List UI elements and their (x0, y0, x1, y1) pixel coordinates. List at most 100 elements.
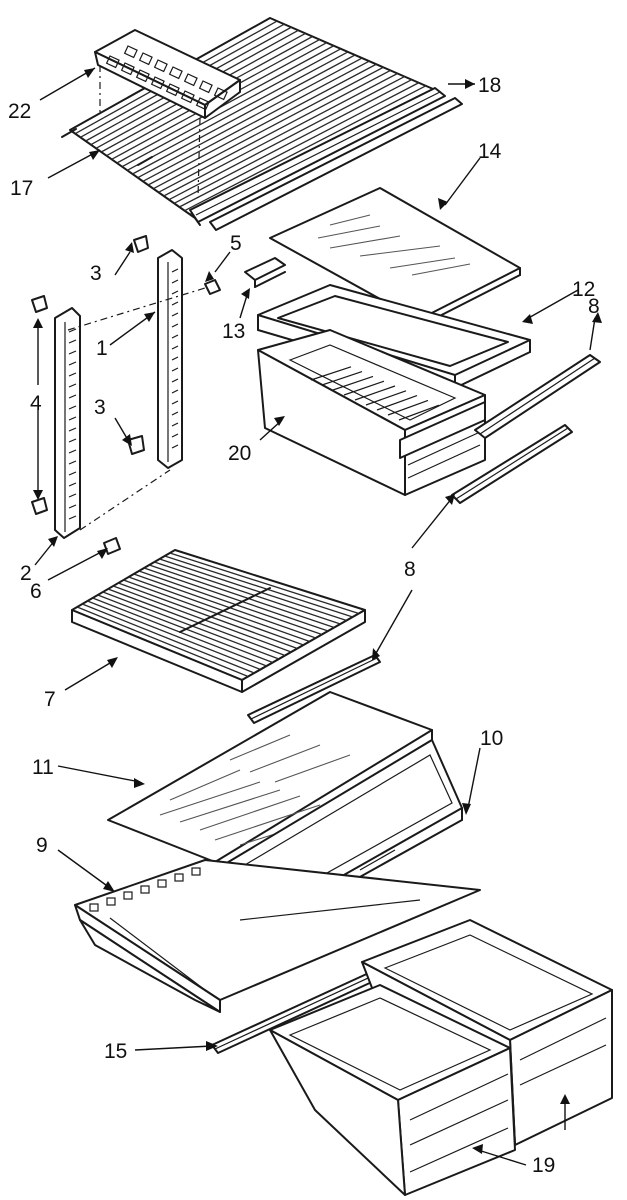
callout-10: 10 (480, 727, 503, 750)
freezer-wire-shelf (61, 17, 441, 226)
drawing-stroke (174, 873, 184, 882)
drawing-stroke (106, 897, 116, 906)
drawing-stroke (158, 69, 391, 193)
drawing-stroke (171, 268, 179, 273)
drawing-stroke (171, 290, 179, 295)
drawing-stroke (179, 82, 420, 208)
callout-labels: 22 18 17 14 5 3 13 12 8 1 4 3 20 2 6 8 7… (8, 74, 600, 1177)
drawing-stroke (143, 567, 329, 632)
drawing-stroke (68, 361, 77, 366)
drawing-stroke (168, 66, 183, 80)
drawing-stroke (120, 62, 135, 76)
drawing-stroke (249, 744, 321, 773)
callout-1: 1 (96, 337, 108, 360)
callout-15: 15 (104, 1040, 127, 1063)
callout-13: 13 (222, 320, 245, 343)
drawing-stroke (153, 66, 384, 190)
drawing-stroke (171, 389, 179, 394)
drawing-stroke (229, 734, 291, 761)
callout-3-lower: 3 (94, 396, 106, 419)
drawing-stroke (171, 400, 179, 405)
drawing-stroke (171, 411, 179, 416)
slide-rails-8-lower (247, 654, 381, 724)
drawing-stroke (150, 76, 165, 90)
wire-shelf-7 (71, 549, 366, 693)
drawing-stroke (126, 51, 349, 171)
drawing-stroke (332, 375, 374, 391)
drawing-stroke (123, 45, 138, 59)
callout-7: 7 (44, 688, 56, 711)
drawing-stroke (68, 504, 77, 509)
crisper-base-tray-9 (74, 859, 481, 1013)
callout-6: 6 (30, 580, 42, 603)
drawing-stroke (191, 867, 201, 876)
drawing-stroke (184, 85, 427, 212)
drawing-stroke (123, 891, 133, 900)
drawing-stroke (121, 48, 342, 168)
drawing-stroke (199, 795, 301, 831)
drawing-stroke (168, 76, 405, 201)
drawing-stroke (76, 606, 249, 678)
drawing-stroke (171, 301, 179, 306)
callout-20: 20 (228, 442, 251, 465)
drawing-stroke (82, 603, 255, 674)
drawing-stroke (102, 591, 280, 660)
meat-pan-20 (257, 329, 486, 496)
callout-8-lower: 8 (404, 558, 416, 581)
drawing-stroke (68, 515, 77, 520)
drawing-stroke (68, 460, 77, 465)
drawing-stroke (138, 52, 153, 66)
drawing-stroke (68, 471, 77, 476)
drawing-stroke (321, 371, 363, 386)
callout-18: 18 (478, 74, 501, 97)
drawing-stroke (179, 789, 281, 823)
drawing-stroke (68, 438, 77, 443)
drawing-stroke (376, 395, 418, 411)
drawing-stroke (171, 378, 179, 383)
drawing-stroke (128, 576, 310, 643)
drawing-stroke (171, 312, 179, 317)
drawing-stroke (171, 334, 179, 339)
callout-2: 2 (20, 562, 32, 585)
callout-11: 11 (32, 756, 54, 779)
callout-17: 17 (10, 177, 33, 200)
drawing-stroke (138, 570, 323, 636)
ice-cube-tray (94, 29, 241, 199)
drawing-stroke (159, 781, 261, 816)
drawing-stroke (68, 328, 77, 333)
drawing-stroke (147, 63, 377, 186)
drawing-stroke (365, 390, 407, 406)
drawing-stroke (68, 482, 77, 487)
drawing-stroke (123, 579, 304, 646)
drawing-stroke (68, 405, 77, 410)
drawing-stroke (149, 564, 335, 629)
shelf-ladder-left-2 (54, 307, 81, 539)
drawing-stroke (68, 383, 77, 388)
drawing-stroke (68, 394, 77, 399)
slide-rails-8-upper (451, 354, 601, 504)
drawing-stroke (183, 73, 198, 87)
shelf-trim-18 (189, 87, 463, 231)
drawing-stroke (173, 79, 412, 204)
drawing-stroke (87, 600, 261, 671)
callout-9: 9 (36, 834, 48, 857)
drawing-stroke (354, 385, 396, 401)
drawing-stroke (169, 552, 360, 615)
drawing-stroke (164, 555, 353, 618)
drawing-stroke (118, 582, 298, 650)
callout-8-upper: 8 (588, 295, 600, 318)
drawing-stroke (68, 449, 77, 454)
drawing-stroke (142, 60, 370, 182)
callout-4: 4 (30, 392, 42, 415)
crisper-glass-cover-11 (107, 691, 433, 873)
drawing-stroke (387, 399, 429, 416)
callout-5: 5 (230, 232, 242, 255)
drawing-stroke (159, 558, 347, 622)
drawing-stroke (135, 69, 150, 83)
drawing-stroke (68, 339, 77, 344)
drawing-stroke (169, 769, 241, 801)
drawing-stroke (398, 404, 440, 421)
callout-14: 14 (478, 140, 502, 163)
ladder-caps-and-screws (31, 235, 221, 555)
